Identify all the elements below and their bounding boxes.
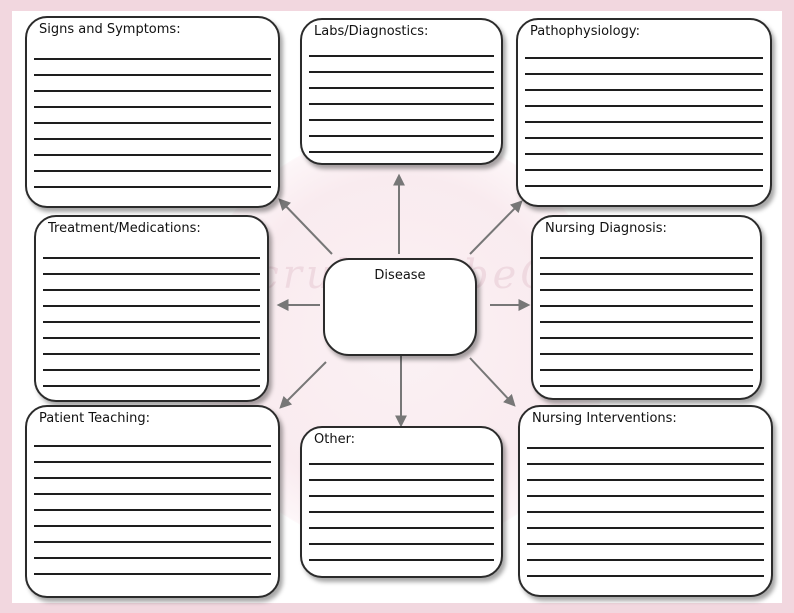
writing-line [34, 74, 271, 76]
disease-label: Disease [374, 268, 426, 283]
writing-line [540, 385, 753, 387]
writing-line [43, 321, 260, 323]
writing-line [309, 135, 494, 137]
writing-line [34, 186, 271, 188]
writing-line [309, 463, 494, 465]
writing-line [309, 87, 494, 89]
writing-line [527, 511, 764, 513]
writing-line [43, 289, 260, 291]
writing-line [34, 58, 271, 60]
writing-line [43, 337, 260, 339]
arrow-to-nursing-interventions [469, 357, 516, 407]
writing-line [527, 575, 764, 577]
writing-line [540, 369, 753, 371]
writing-line [527, 559, 764, 561]
writing-lines [34, 58, 271, 188]
writing-line [309, 119, 494, 121]
writing-line [309, 479, 494, 481]
writing-line [540, 321, 753, 323]
writing-line [34, 557, 271, 559]
writing-line [527, 479, 764, 481]
writing-line [43, 385, 260, 387]
nursing-interventions-box: Nursing Interventions: [518, 405, 773, 597]
writing-lines [309, 463, 494, 561]
writing-line [43, 305, 260, 307]
writing-line [540, 257, 753, 259]
patient-teaching-box: Patient Teaching: [25, 405, 280, 598]
writing-line [34, 154, 271, 156]
box-title: Patient Teaching: [39, 411, 150, 426]
writing-line [525, 153, 763, 155]
writing-line [34, 170, 271, 172]
writing-line [34, 106, 271, 108]
treatment-medications-box: Treatment/Medications: [34, 215, 269, 402]
writing-line [34, 138, 271, 140]
disease-center-box: Disease [323, 258, 477, 356]
writing-line [540, 273, 753, 275]
writing-line [527, 527, 764, 529]
writing-line [525, 121, 763, 123]
box-title: Pathophysiology: [530, 24, 640, 39]
writing-line [525, 105, 763, 107]
writing-line [34, 573, 271, 575]
writing-line [540, 337, 753, 339]
signs-symptoms-box: Signs and Symptoms: [25, 16, 280, 208]
writing-line [309, 543, 494, 545]
writing-line [540, 305, 753, 307]
writing-line [34, 461, 271, 463]
writing-line [525, 57, 763, 59]
writing-lines [34, 445, 271, 575]
writing-line [34, 122, 271, 124]
writing-line [525, 73, 763, 75]
box-title: Labs/Diagnostics: [314, 24, 429, 39]
writing-line [540, 289, 753, 291]
writing-lines [43, 257, 260, 387]
writing-lines [309, 55, 494, 153]
writing-line [309, 527, 494, 529]
box-title: Treatment/Medications: [48, 221, 201, 236]
box-title: Nursing Interventions: [532, 411, 677, 426]
writing-line [309, 103, 494, 105]
writing-line [34, 445, 271, 447]
writing-line [525, 89, 763, 91]
writing-lines [527, 447, 764, 577]
nursing-diagnosis-box: Nursing Diagnosis: [531, 215, 762, 400]
writing-line [34, 90, 271, 92]
writing-line [34, 477, 271, 479]
writing-line [540, 353, 753, 355]
writing-line [309, 55, 494, 57]
writing-line [309, 71, 494, 73]
writing-line [309, 495, 494, 497]
writing-line [527, 447, 764, 449]
writing-line [43, 273, 260, 275]
writing-line [527, 543, 764, 545]
box-title: Other: [314, 432, 356, 447]
writing-line [43, 257, 260, 259]
writing-line [34, 493, 271, 495]
writing-line [43, 353, 260, 355]
writing-line [527, 495, 764, 497]
box-title: Signs and Symptoms: [39, 22, 181, 37]
writing-line [525, 185, 763, 187]
writing-line [34, 509, 271, 511]
writing-line [525, 169, 763, 171]
writing-line [309, 511, 494, 513]
labs-diagnostics-box: Labs/Diagnostics: [300, 18, 503, 165]
writing-lines [525, 57, 763, 187]
box-title: Nursing Diagnosis: [545, 221, 667, 236]
other-box: Other: [300, 426, 503, 578]
arrow-to-patient-teaching [279, 361, 327, 409]
writing-lines [540, 257, 753, 387]
pathophysiology-box: Pathophysiology: [516, 18, 772, 207]
arrow-to-pathophysiology [469, 200, 523, 255]
writing-line [525, 137, 763, 139]
writing-line [309, 559, 494, 561]
writing-line [34, 541, 271, 543]
writing-line [34, 525, 271, 527]
writing-line [527, 463, 764, 465]
writing-line [43, 369, 260, 371]
arrow-to-signs [278, 198, 333, 255]
writing-line [309, 151, 494, 153]
